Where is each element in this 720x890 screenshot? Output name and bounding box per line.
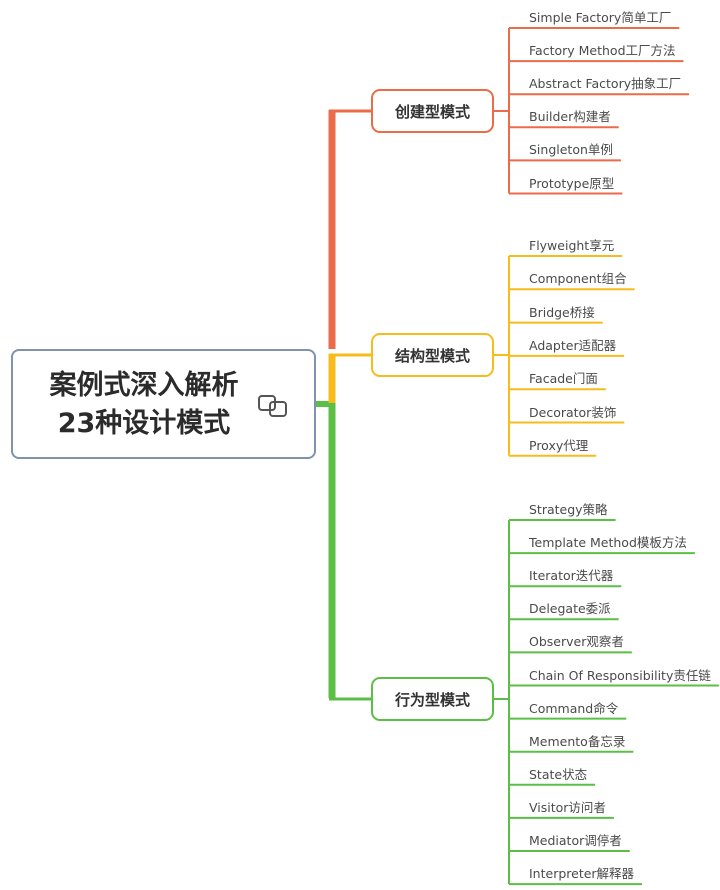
leaf-structural-0[interactable]: Flyweight享元 bbox=[529, 238, 615, 253]
leaf-behavioral-4[interactable]: Observer观察者 bbox=[529, 634, 624, 650]
leaf-behavioral-3[interactable]: Delegate委派 bbox=[529, 601, 611, 617]
leaf-creational-4[interactable]: Singleton单例 bbox=[529, 142, 613, 158]
leaf-behavioral-9[interactable]: Visitor访问者 bbox=[529, 799, 606, 815]
leaf-behavioral-6[interactable]: Command命令 bbox=[529, 700, 619, 716]
leaf-behavioral-11[interactable]: Interpreter解释器 bbox=[529, 866, 635, 882]
root-node[interactable]: 案例式深入解析 23种设计模式 bbox=[11, 349, 316, 459]
leaf-behavioral-8[interactable]: State状态 bbox=[529, 766, 588, 782]
branch-behavioral[interactable]: 行为型模式 bbox=[371, 677, 494, 721]
root-title: 案例式深入解析 23种设计模式 bbox=[49, 370, 239, 439]
leaf-behavioral-0[interactable]: Strategy策略 bbox=[529, 502, 608, 517]
link-icon[interactable] bbox=[257, 393, 289, 419]
leaf-behavioral-5[interactable]: Chain Of Responsibility责任链 bbox=[529, 667, 711, 683]
leaf-behavioral-1[interactable]: Template Method模板方法 bbox=[529, 535, 687, 551]
branch-creational[interactable]: 创建型模式 bbox=[371, 89, 494, 133]
leaf-creational-5[interactable]: Prototype原型 bbox=[529, 175, 615, 191]
leaf-behavioral-7[interactable]: Memento备忘录 bbox=[529, 733, 626, 749]
leaf-structural-1[interactable]: Component组合 bbox=[529, 271, 627, 287]
leaf-creational-3[interactable]: Builder构建者 bbox=[529, 109, 611, 125]
branch-structural[interactable]: 结构型模式 bbox=[371, 333, 494, 377]
leaf-behavioral-10[interactable]: Mediator调停者 bbox=[529, 833, 622, 848]
leaf-behavioral-2[interactable]: Iterator迭代器 bbox=[529, 568, 614, 584]
leaf-creational-0[interactable]: Simple Factory简单工厂 bbox=[529, 10, 672, 25]
leaf-creational-1[interactable]: Factory Method工厂方法 bbox=[529, 43, 676, 59]
leaf-structural-6[interactable]: Proxy代理 bbox=[529, 437, 589, 453]
leaf-creational-2[interactable]: Abstract Factory抽象工厂 bbox=[529, 76, 682, 92]
leaf-structural-5[interactable]: Decorator装饰 bbox=[529, 404, 617, 420]
leaf-structural-3[interactable]: Adapter适配器 bbox=[529, 337, 617, 353]
leaf-structural-2[interactable]: Bridge桥接 bbox=[529, 304, 595, 320]
leaf-structural-4[interactable]: Facade门面 bbox=[529, 371, 598, 387]
